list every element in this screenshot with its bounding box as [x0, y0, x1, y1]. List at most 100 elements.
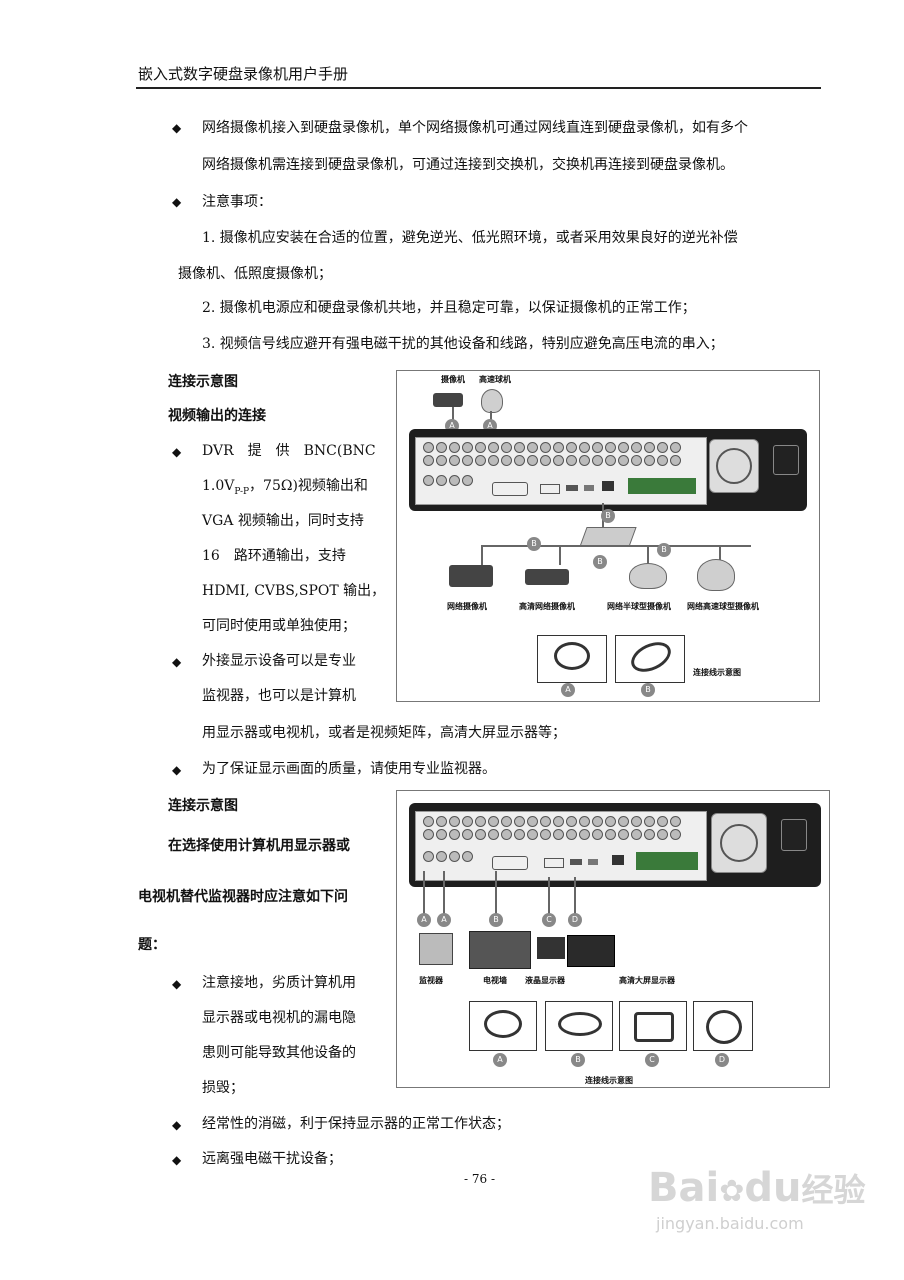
- watermark-brand-2: du: [744, 1165, 802, 1211]
- bnc-port-icon: [566, 442, 577, 453]
- bnc-port-icon: [592, 829, 603, 840]
- figure-network-camera-connection: 摄像机 高速球机 A A B: [396, 370, 820, 702]
- bnc-port-icon: [553, 455, 564, 466]
- cable-drop: [481, 545, 483, 565]
- hdmi-port-icon: [566, 485, 578, 491]
- cable-badge-a: A: [437, 913, 451, 927]
- section-heading-connection-diagram: 连接示意图: [168, 374, 238, 390]
- bnc-port-icon: [462, 816, 473, 827]
- video-output-line5: HDMI, CVBS,SPOT 输出，: [202, 583, 386, 599]
- bnc-port-icon: [631, 442, 642, 453]
- bnc-port-icon: [475, 455, 486, 466]
- output-cable: [574, 877, 576, 917]
- bnc-port-icon: [475, 829, 486, 840]
- page-header-title: 嵌入式数字硬盘录像机用户手册: [138, 65, 349, 83]
- video-output-line2: 1.0VP-P，75Ω)视频输出和: [202, 476, 368, 502]
- bullet-icon: ◆: [172, 655, 182, 669]
- cooling-fan-icon: [711, 813, 767, 873]
- bnc-port-icon: [436, 455, 447, 466]
- cable-badge-b: B: [601, 509, 615, 523]
- bnc-port-icon: [527, 442, 538, 453]
- figure-display-connection: A A B C D 监视器 电视墙 液晶显示器 高清大屏显示器 A B C D …: [396, 790, 830, 1088]
- terminal-block-icon: [636, 852, 698, 870]
- bnc-port-icon: [449, 851, 460, 862]
- monitor-label: 监视器: [419, 976, 443, 985]
- switch-bus-cable: [481, 545, 751, 547]
- bnc-port-icon: [514, 442, 525, 453]
- bnc-port-icon: [670, 829, 681, 840]
- bnc-port-icon: [579, 829, 590, 840]
- bnc-port-icon: [605, 455, 616, 466]
- bnc-port-icon: [618, 829, 629, 840]
- watermark-cn: 经验: [801, 1171, 866, 1209]
- cable-badge-d: D: [568, 913, 582, 927]
- cable-caption: 连接线示意图: [585, 1076, 633, 1085]
- tv-wall-label: 电视墙: [483, 976, 507, 985]
- cable-badge-c: C: [542, 913, 556, 927]
- degauss-note: 经常性的消磁，利于保持显示器的正常工作状态；: [202, 1116, 510, 1132]
- big-screen-display-icon: [567, 935, 615, 967]
- bnc-port-icon: [462, 442, 473, 453]
- bnc-port-icon: [514, 829, 525, 840]
- bnc-port-icon: [436, 851, 447, 862]
- bnc-port-icon: [631, 829, 642, 840]
- watermark-brand: Bai: [648, 1165, 720, 1211]
- bullet-icon: ◆: [172, 121, 182, 135]
- bullet-icon: ◆: [172, 445, 182, 459]
- bnc-port-icon: [566, 816, 577, 827]
- bnc-port-icon: [644, 455, 655, 466]
- bnc-port-icon: [501, 816, 512, 827]
- speed-dome-network-camera-icon: [697, 559, 735, 591]
- crt-monitor-icon: [419, 933, 453, 965]
- network-bullet-camera-icon: [449, 565, 493, 587]
- bnc-port-icon: [566, 829, 577, 840]
- bnc-cable-icon: [554, 642, 590, 670]
- terminal-block-icon: [628, 478, 696, 494]
- power-socket-icon: [773, 445, 799, 475]
- analog-camera-icon: [433, 393, 463, 407]
- bnc-port-icon: [644, 829, 655, 840]
- speed-dome-ipc-label: 网络高速球型摄像机: [687, 602, 759, 611]
- half-dome-ipc-label: 网络半球型摄像机: [607, 602, 671, 611]
- bnc-port-icon: [423, 851, 434, 862]
- bnc-port-icon: [423, 816, 434, 827]
- voltage-text: 1.0V: [202, 478, 235, 494]
- bnc-port-icon: [553, 442, 564, 453]
- usb-port-icon: [584, 485, 594, 491]
- video-output-line6: 可同时使用或单独使用；: [202, 618, 356, 634]
- bnc-port-icon: [657, 816, 668, 827]
- bnc-port-icon: [462, 455, 473, 466]
- monitor-quality-note: 为了保证显示画面的质量，请使用专业监视器。: [202, 761, 496, 777]
- cable-frame-c: [619, 1001, 687, 1051]
- bnc-port-icon: [501, 829, 512, 840]
- dvr-rear-panel: [409, 803, 821, 887]
- bnc-port-icon: [670, 816, 681, 827]
- note-item-2: 2. 摄像机电源应和硬盘录像机共地，并且稳定可靠，以保证摄像机的正常工作；: [202, 300, 696, 316]
- bnc-port-icon: [618, 455, 629, 466]
- ipc-label: 网络摄像机: [447, 602, 487, 611]
- bullet-icon: ◆: [172, 1153, 182, 1167]
- cable-drop: [559, 545, 561, 565]
- bnc-port-icon: [631, 455, 642, 466]
- bnc-port-icon: [488, 442, 499, 453]
- bnc-port-icon: [657, 829, 668, 840]
- cable-badge-c: C: [645, 1053, 659, 1067]
- bnc-cable-icon: [484, 1010, 522, 1038]
- cable-badge-a: A: [561, 683, 575, 697]
- cable-frame-d: [693, 1001, 753, 1051]
- note-item-3: 3. 视频信号线应避开有强电磁干扰的其他设备和线路，特别应避免高压电流的串入；: [202, 336, 724, 352]
- note-item-1-line1: 1. 摄像机应安装在合适的位置，避免逆光、低光照环境，或者采用效果良好的逆光补偿: [202, 230, 738, 246]
- grounding-line1: 注意接地，劣质计算机用: [202, 975, 356, 991]
- bnc-port-icon: [436, 475, 447, 486]
- cable-frame-b: [615, 635, 685, 683]
- bnc-port-icon: [501, 455, 512, 466]
- impedance-text: ，75Ω)视频输出和: [249, 478, 368, 494]
- output-cable: [443, 871, 445, 917]
- analog-camera-label: 摄像机: [441, 375, 465, 384]
- bnc-port-icon: [592, 816, 603, 827]
- vga-port-icon: [540, 484, 560, 494]
- cable-badge-b: B: [489, 913, 503, 927]
- bnc-port-icon: [449, 816, 460, 827]
- usb-port-icon: [588, 859, 598, 865]
- bnc-port-icon: [423, 829, 434, 840]
